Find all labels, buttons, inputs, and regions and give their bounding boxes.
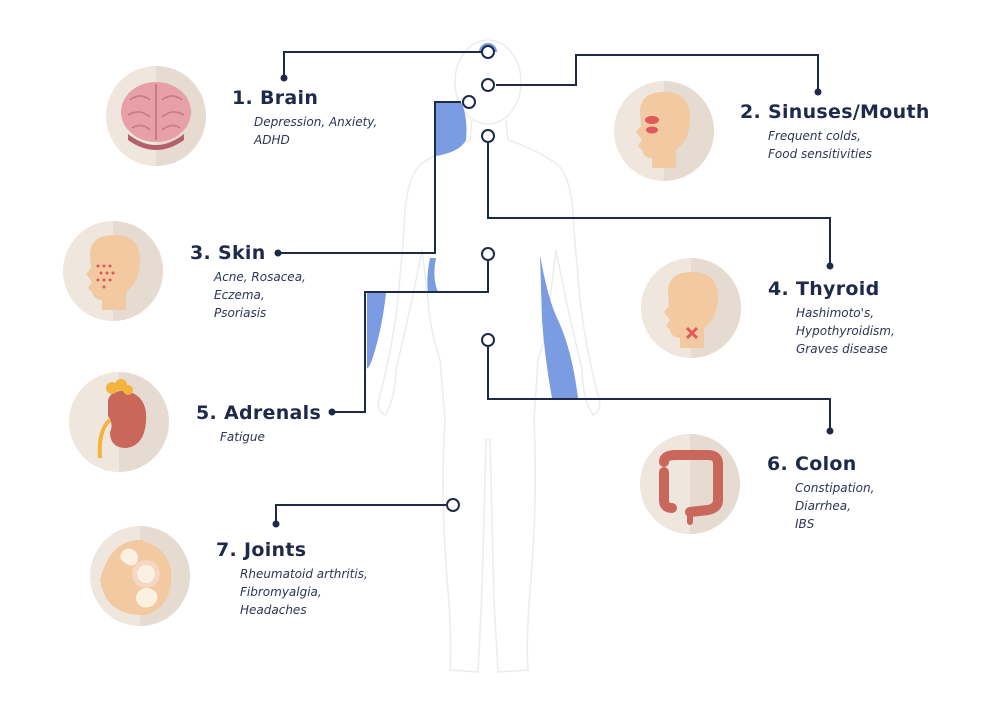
body-silhouette <box>377 39 601 673</box>
connector-joints <box>275 504 446 524</box>
item-adrenals: 5. Adrenals Fatigue <box>196 402 321 446</box>
adrenal-highlight-arm <box>367 293 386 369</box>
dot-joints <box>272 520 280 528</box>
brain-icon <box>106 66 206 166</box>
item-title: 1. Brain <box>232 87 319 109</box>
connector-adrenals <box>332 261 489 413</box>
item-colon: 6. Colon Constipation,Diarrhea,IBS <box>767 453 874 533</box>
dot-adrenals <box>328 408 336 416</box>
thyroid-head-icon <box>641 258 741 358</box>
item-title: 6. Colon <box>767 453 857 475</box>
item-title: 2. Sinuses/Mouth <box>740 101 930 123</box>
connector-thyroid <box>487 142 831 266</box>
connector-sinuses <box>496 54 819 92</box>
item-joints: 7. Joints Rheumatoid arthritis,Fibromyal… <box>216 539 368 619</box>
endpoint-joints <box>446 498 460 512</box>
endpoint-skin <box>462 95 476 109</box>
endpoint-sinuses <box>481 78 495 92</box>
endpoint-adrenals <box>481 247 495 261</box>
item-details: Constipation,Diarrhea,IBS <box>795 481 875 531</box>
item-details: Rheumatoid arthritis,Fibromyalgia,Headac… <box>240 567 368 617</box>
item-sinuses-mouth: 2. Sinuses/Mouth Frequent colds,Food sen… <box>740 101 930 163</box>
item-title: 4. Thyroid <box>768 278 880 300</box>
skin-highlight-head <box>436 103 467 156</box>
adrenal-kidney-icon <box>69 372 169 472</box>
item-details: Hashimoto's,Hypothyroidism,Graves diseas… <box>796 306 895 356</box>
item-details: Acne, Rosacea,Eczema,Psoriasis <box>214 270 306 320</box>
item-title: 3. Skin <box>190 242 266 264</box>
item-details: Frequent colds,Food sensitivities <box>768 129 872 161</box>
item-title: 7. Joints <box>216 539 307 561</box>
connector-lines <box>275 51 831 524</box>
joint-icon <box>90 526 190 626</box>
connector-brain <box>283 51 488 78</box>
skin-highlight-torso <box>427 258 438 292</box>
endpoint-thyroid <box>481 129 495 143</box>
dot-thyroid <box>826 262 834 270</box>
sinus-head-icon <box>614 81 714 181</box>
connector-colon <box>487 347 831 431</box>
dot-colon <box>826 427 834 435</box>
item-details: Fatigue <box>220 430 265 444</box>
colon-highlight-side <box>540 255 578 398</box>
item-skin: 3. Skin Acne, Rosacea,Eczema,Psoriasis <box>190 242 306 322</box>
dot-sinuses <box>814 88 822 96</box>
colon-icon <box>640 434 740 534</box>
body-highlights <box>367 43 578 398</box>
item-title: 5. Adrenals <box>196 402 322 424</box>
endpoint-brain <box>481 45 495 59</box>
dot-brain <box>280 74 288 82</box>
connector-skin <box>278 101 461 254</box>
endpoint-colon <box>481 333 495 347</box>
item-details: Depression, Anxiety,ADHD <box>254 115 378 147</box>
dot-skin <box>274 249 282 257</box>
connector-endpoints <box>272 45 834 528</box>
item-thyroid: 4. Thyroid Hashimoto's,Hypothyroidism,Gr… <box>768 278 895 358</box>
item-brain: 1. Brain Depression, Anxiety,ADHD <box>232 87 377 149</box>
skin-face-icon <box>63 221 163 321</box>
